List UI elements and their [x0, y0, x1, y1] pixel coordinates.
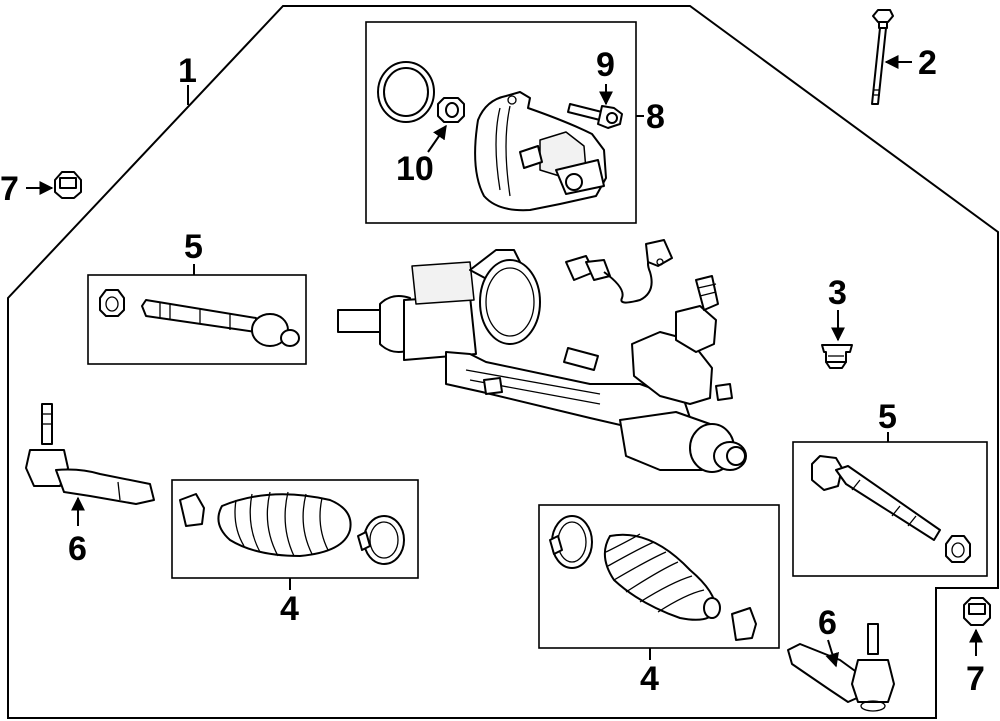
callout-5a: 5 [184, 228, 203, 266]
callout-1: 1 [178, 52, 197, 90]
bolt-part-9 [567, 103, 623, 129]
outer-tie-rod-end-left-part [25, 403, 155, 505]
leader-10 [427, 124, 447, 153]
boot-kit-box-right [538, 504, 780, 649]
outer-tie-rod-end-right-part [787, 623, 895, 712]
wiring-harness-part [565, 239, 673, 304]
rack-housing-part [337, 249, 747, 473]
assembly-outline [7, 5, 999, 719]
callout-5b: 5 [878, 398, 897, 436]
motor-kit-box [365, 21, 637, 224]
inner-tie-rod-right-part [811, 455, 971, 563]
callout-9: 9 [596, 46, 615, 84]
leader-6b [825, 639, 839, 668]
boot-kit-left-parts [179, 491, 405, 565]
boot-kit-right-parts [549, 515, 757, 641]
callout-4a: 4 [280, 590, 299, 628]
boot-kit-box-left [171, 479, 419, 579]
callout-6a: 6 [68, 530, 87, 568]
inner-tie-rod-box-left [87, 274, 307, 365]
callout-7a: 7 [0, 170, 19, 208]
callout-7b: 7 [966, 660, 985, 698]
nut-part-right [963, 597, 991, 626]
nut-part-left [54, 171, 82, 199]
inner-tie-rod-box-right [792, 441, 988, 577]
callout-8: 8 [646, 98, 665, 136]
bushing-part [437, 97, 465, 123]
plug-part [821, 344, 853, 369]
callout-4b: 4 [640, 660, 659, 698]
o-ring-part [377, 61, 435, 123]
callout-2: 2 [918, 44, 937, 82]
motor-part [474, 91, 607, 212]
callout-10: 10 [396, 150, 434, 188]
callout-6b: 6 [818, 604, 837, 642]
long-bolt-part [871, 9, 894, 105]
callout-3: 3 [828, 274, 847, 312]
inner-tie-rod-left-part [99, 289, 300, 347]
